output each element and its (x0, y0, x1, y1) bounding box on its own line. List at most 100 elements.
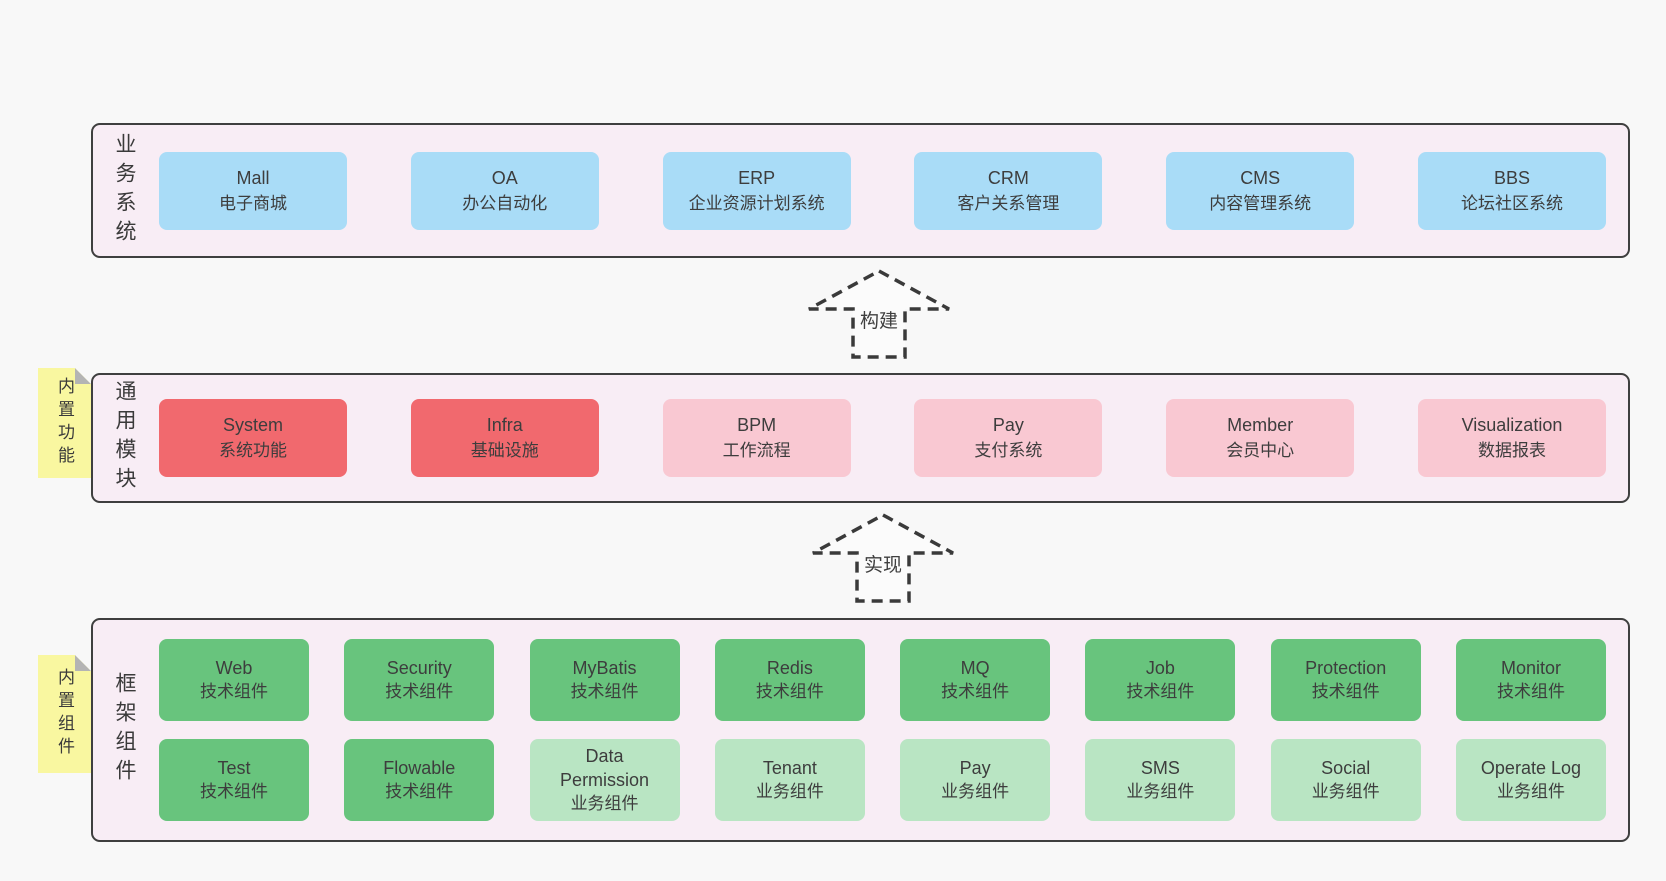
box-title: Job (1145, 658, 1175, 678)
box-data-permission: Data Permission 业务组件 (529, 739, 680, 821)
box-subtitle: 技术组件 (200, 682, 268, 701)
band-common-modules: 通用模块 System 系统功能 Infra 基础设施 BPM 工作流程 Pay… (91, 373, 1630, 503)
arrow-label: 构建 (856, 310, 902, 334)
box-bbs: BBS 论坛社区系统 (1417, 151, 1606, 230)
modules-boxes-row: System 系统功能 Infra 基础设施 BPM 工作流程 Pay 支付系统… (159, 399, 1606, 477)
box-subtitle: 客户关系管理 (957, 193, 1060, 213)
box-subtitle: 技术组件 (1496, 682, 1565, 701)
box-test: Test 技术组件 (159, 739, 309, 821)
box-title: BPM (737, 415, 777, 435)
box-social: Social 业务组件 (1270, 739, 1421, 821)
box-subtitle: 业务组件 (941, 782, 1010, 801)
box-subtitle: 技术组件 (755, 682, 824, 701)
box-title: MQ (960, 658, 990, 678)
box-subtitle: 数据报表 (1477, 441, 1546, 460)
box-title: Protection (1305, 658, 1387, 678)
box-infra: Infra 基础设施 (410, 399, 599, 477)
box-subtitle: 支付系统 (974, 441, 1043, 460)
box-title: Infra (486, 415, 523, 435)
box-title: CMS (1240, 167, 1281, 188)
box-pay: Pay 支付系统 (914, 399, 1103, 477)
box-bpm: BPM 工作流程 (662, 399, 851, 477)
box-title: CRM (987, 167, 1029, 188)
box-title: Social (1321, 758, 1371, 778)
folded-corner-icon (75, 368, 91, 384)
box-job: Job 技术组件 (1085, 639, 1236, 721)
box-subtitle: 内容管理系统 (1209, 193, 1312, 213)
box-oa: OA 办公自动化 (410, 151, 599, 230)
box-subtitle: 技术组件 (941, 682, 1010, 701)
box-title: Mall (236, 167, 270, 188)
box-subtitle: 技术组件 (1126, 682, 1195, 701)
box-subtitle: 会员中心 (1226, 441, 1295, 460)
box-mall: Mall 电子商城 (159, 151, 347, 230)
arrow-label: 实现 (860, 554, 906, 578)
box-pay-component: Pay 业务组件 (900, 739, 1051, 821)
box-security: Security 技术组件 (344, 639, 495, 721)
sticky-note-builtin-components: 内置组件 (38, 655, 91, 773)
box-title: Security (386, 658, 452, 678)
box-title: Monitor (1500, 658, 1561, 678)
box-title: SMS (1140, 758, 1180, 778)
box-subtitle: 系统功能 (219, 441, 287, 460)
box-sms: SMS 业务组件 (1085, 739, 1236, 821)
box-web: Web 技术组件 (159, 639, 309, 721)
box-title: Redis (766, 658, 813, 678)
note-label: 内置功能 (55, 377, 74, 469)
box-flowable: Flowable 技术组件 (344, 739, 495, 821)
sticky-note-builtin-features: 内置功能 (38, 368, 91, 478)
box-protection: Protection 技术组件 (1270, 639, 1421, 721)
band-label-framework-components: 框架组件 (113, 672, 136, 788)
box-redis: Redis 技术组件 (714, 639, 865, 721)
box-erp: ERP 企业资源计划系统 (662, 151, 851, 230)
box-title: Member (1227, 415, 1294, 435)
box-title: Pay (992, 415, 1024, 435)
box-mybatis: MyBatis 技术组件 (529, 639, 680, 721)
box-title: ERP (738, 167, 776, 188)
box-title: Test (217, 758, 251, 778)
box-tenant: Tenant 业务组件 (714, 739, 865, 821)
box-title: OA (491, 167, 518, 188)
box-title: Flowable (383, 758, 456, 778)
band-label-common-modules: 通用模块 (113, 380, 136, 496)
framework-row-1: Web 技术组件 Security 技术组件 MyBatis 技术组件 Redi… (159, 639, 1606, 721)
box-cms: CMS 内容管理系统 (1166, 151, 1355, 230)
box-system: System 系统功能 (159, 399, 347, 477)
box-subtitle: 业务组件 (755, 782, 824, 801)
box-title: MyBatis (572, 658, 637, 678)
box-subtitle: 技术组件 (1311, 682, 1380, 701)
box-title: System (222, 415, 283, 435)
arrow-build: 构建 (806, 268, 952, 360)
band-business-systems: 业务系统 Mall 电子商城 OA 办公自动化 ERP 企业资源计划系统 CRM… (91, 123, 1630, 258)
box-title: Visualization (1461, 415, 1563, 435)
box-subtitle: 技术组件 (200, 782, 268, 801)
box-subtitle: 业务组件 (1496, 782, 1565, 801)
box-subtitle: 业务组件 (1126, 782, 1195, 801)
box-subtitle: 业务组件 (1311, 782, 1380, 801)
box-title: BBS (1493, 167, 1530, 188)
box-subtitle: 电子商城 (219, 193, 287, 213)
box-subtitle: 办公自动化 (462, 193, 548, 213)
business-boxes-row: Mall 电子商城 OA 办公自动化 ERP 企业资源计划系统 CRM 客户关系… (159, 151, 1606, 230)
box-member: Member 会员中心 (1166, 399, 1355, 477)
box-subtitle: 论坛社区系统 (1460, 193, 1563, 213)
arrow-implement: 实现 (810, 512, 956, 604)
band-label-business-systems: 业务系统 (113, 132, 136, 249)
box-title: Pay (959, 758, 991, 778)
box-operate-log: Operate Log 业务组件 (1455, 739, 1606, 821)
folded-corner-icon (75, 655, 91, 671)
box-subtitle: 技术组件 (385, 782, 454, 801)
box-subtitle: 工作流程 (722, 441, 791, 460)
box-title: Operate Log (1480, 758, 1581, 778)
box-title: Tenant (762, 758, 817, 778)
box-crm: CRM 客户关系管理 (914, 151, 1103, 230)
box-subtitle: 企业资源计划系统 (688, 193, 825, 213)
framework-row-2: Test 技术组件 Flowable 技术组件 Data Permission … (159, 739, 1606, 821)
box-title: Web (215, 658, 253, 678)
box-title: Data Permission (560, 746, 650, 790)
box-visualization: Visualization 数据报表 (1417, 399, 1606, 477)
box-subtitle: 技术组件 (570, 682, 639, 701)
framework-rows: Web 技术组件 Security 技术组件 MyBatis 技术组件 Redi… (159, 639, 1606, 821)
box-subtitle: 业务组件 (570, 794, 639, 813)
